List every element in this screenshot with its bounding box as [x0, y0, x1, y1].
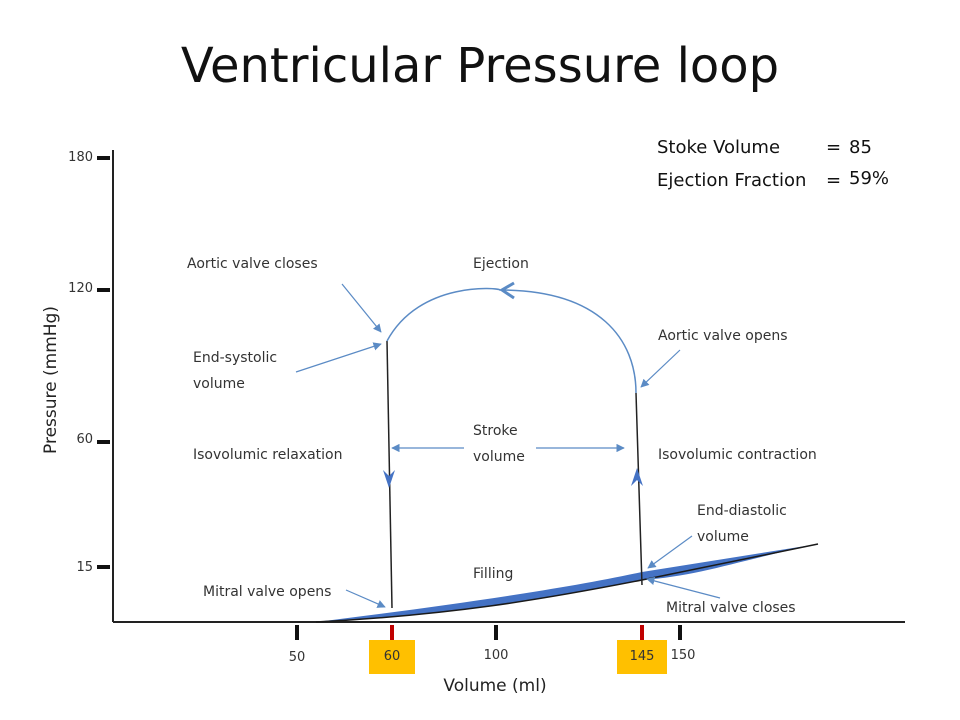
label-isovolumic-contraction: Isovolumic contraction — [658, 447, 817, 463]
y-axis-label: Pressure (mmHg) — [41, 306, 61, 454]
label-end-systolic-volume: End-systolic volume — [193, 350, 278, 392]
x-axis-label: Volume (ml) — [443, 676, 547, 696]
x-tick-label-150: 150 — [670, 648, 696, 663]
label-mitral-valve-closes: Mitral valve closes — [666, 600, 796, 616]
arrow-aortic-valve-opens — [640, 349, 681, 388]
label-ejection: Ejection — [473, 256, 529, 272]
label-mitral-valve-opens: Mitral valve opens — [203, 584, 332, 600]
y-tick-label-15: 15 — [76, 560, 93, 575]
ejection-arrowhead — [499, 281, 515, 300]
label-filling: Filling — [473, 566, 514, 582]
ejection-fraction-equals: = — [826, 170, 842, 191]
x-tick-label-145-highlight: 145 — [617, 640, 667, 674]
ejection-fraction-label: Ejection Fraction — [657, 170, 807, 191]
stroke-volume-equals: = — [826, 137, 842, 158]
isovolumic-relaxation-line — [386, 340, 393, 609]
stroke-volume-label: Stoke Volume — [657, 137, 781, 158]
x-tick-label-60-highlight: 60 — [369, 640, 415, 674]
stroke-volume-value: 85 — [849, 137, 872, 158]
y-tick-label-120: 120 — [68, 281, 93, 296]
contraction-arrowhead — [631, 468, 643, 486]
slide-title: Ventricular Pressure loop — [180, 38, 780, 94]
ejection-fraction-value: 59% — [849, 168, 890, 189]
x-tick-label-100: 100 — [483, 648, 509, 663]
label-isovolumic-relaxation: Isovolumic relaxation — [193, 447, 343, 463]
label-end-diastolic-volume: End-diastolic volume — [697, 503, 787, 545]
label-stroke-volume: Stroke volume — [473, 423, 525, 465]
label-aortic-valve-opens: Aortic valve opens — [658, 328, 788, 344]
filling-curve — [315, 543, 819, 623]
arrow-aortic-valve-closes — [341, 283, 382, 333]
arrow-mitral-valve-closes — [646, 576, 721, 599]
ejection-arc — [386, 287, 637, 394]
arrow-end-diastolic-volume — [647, 535, 693, 569]
y-tick-label-180: 180 — [68, 150, 93, 165]
x-tick-label-50: 50 — [288, 650, 306, 665]
relaxation-arrowhead — [383, 470, 395, 488]
isovolumic-contraction-line — [635, 392, 643, 586]
arrow-mitral-valve-opens — [345, 589, 386, 608]
arrow-end-systolic-volume — [295, 342, 382, 373]
label-aortic-valve-closes: Aortic valve closes — [187, 256, 318, 272]
y-tick-label-60: 60 — [76, 432, 93, 447]
